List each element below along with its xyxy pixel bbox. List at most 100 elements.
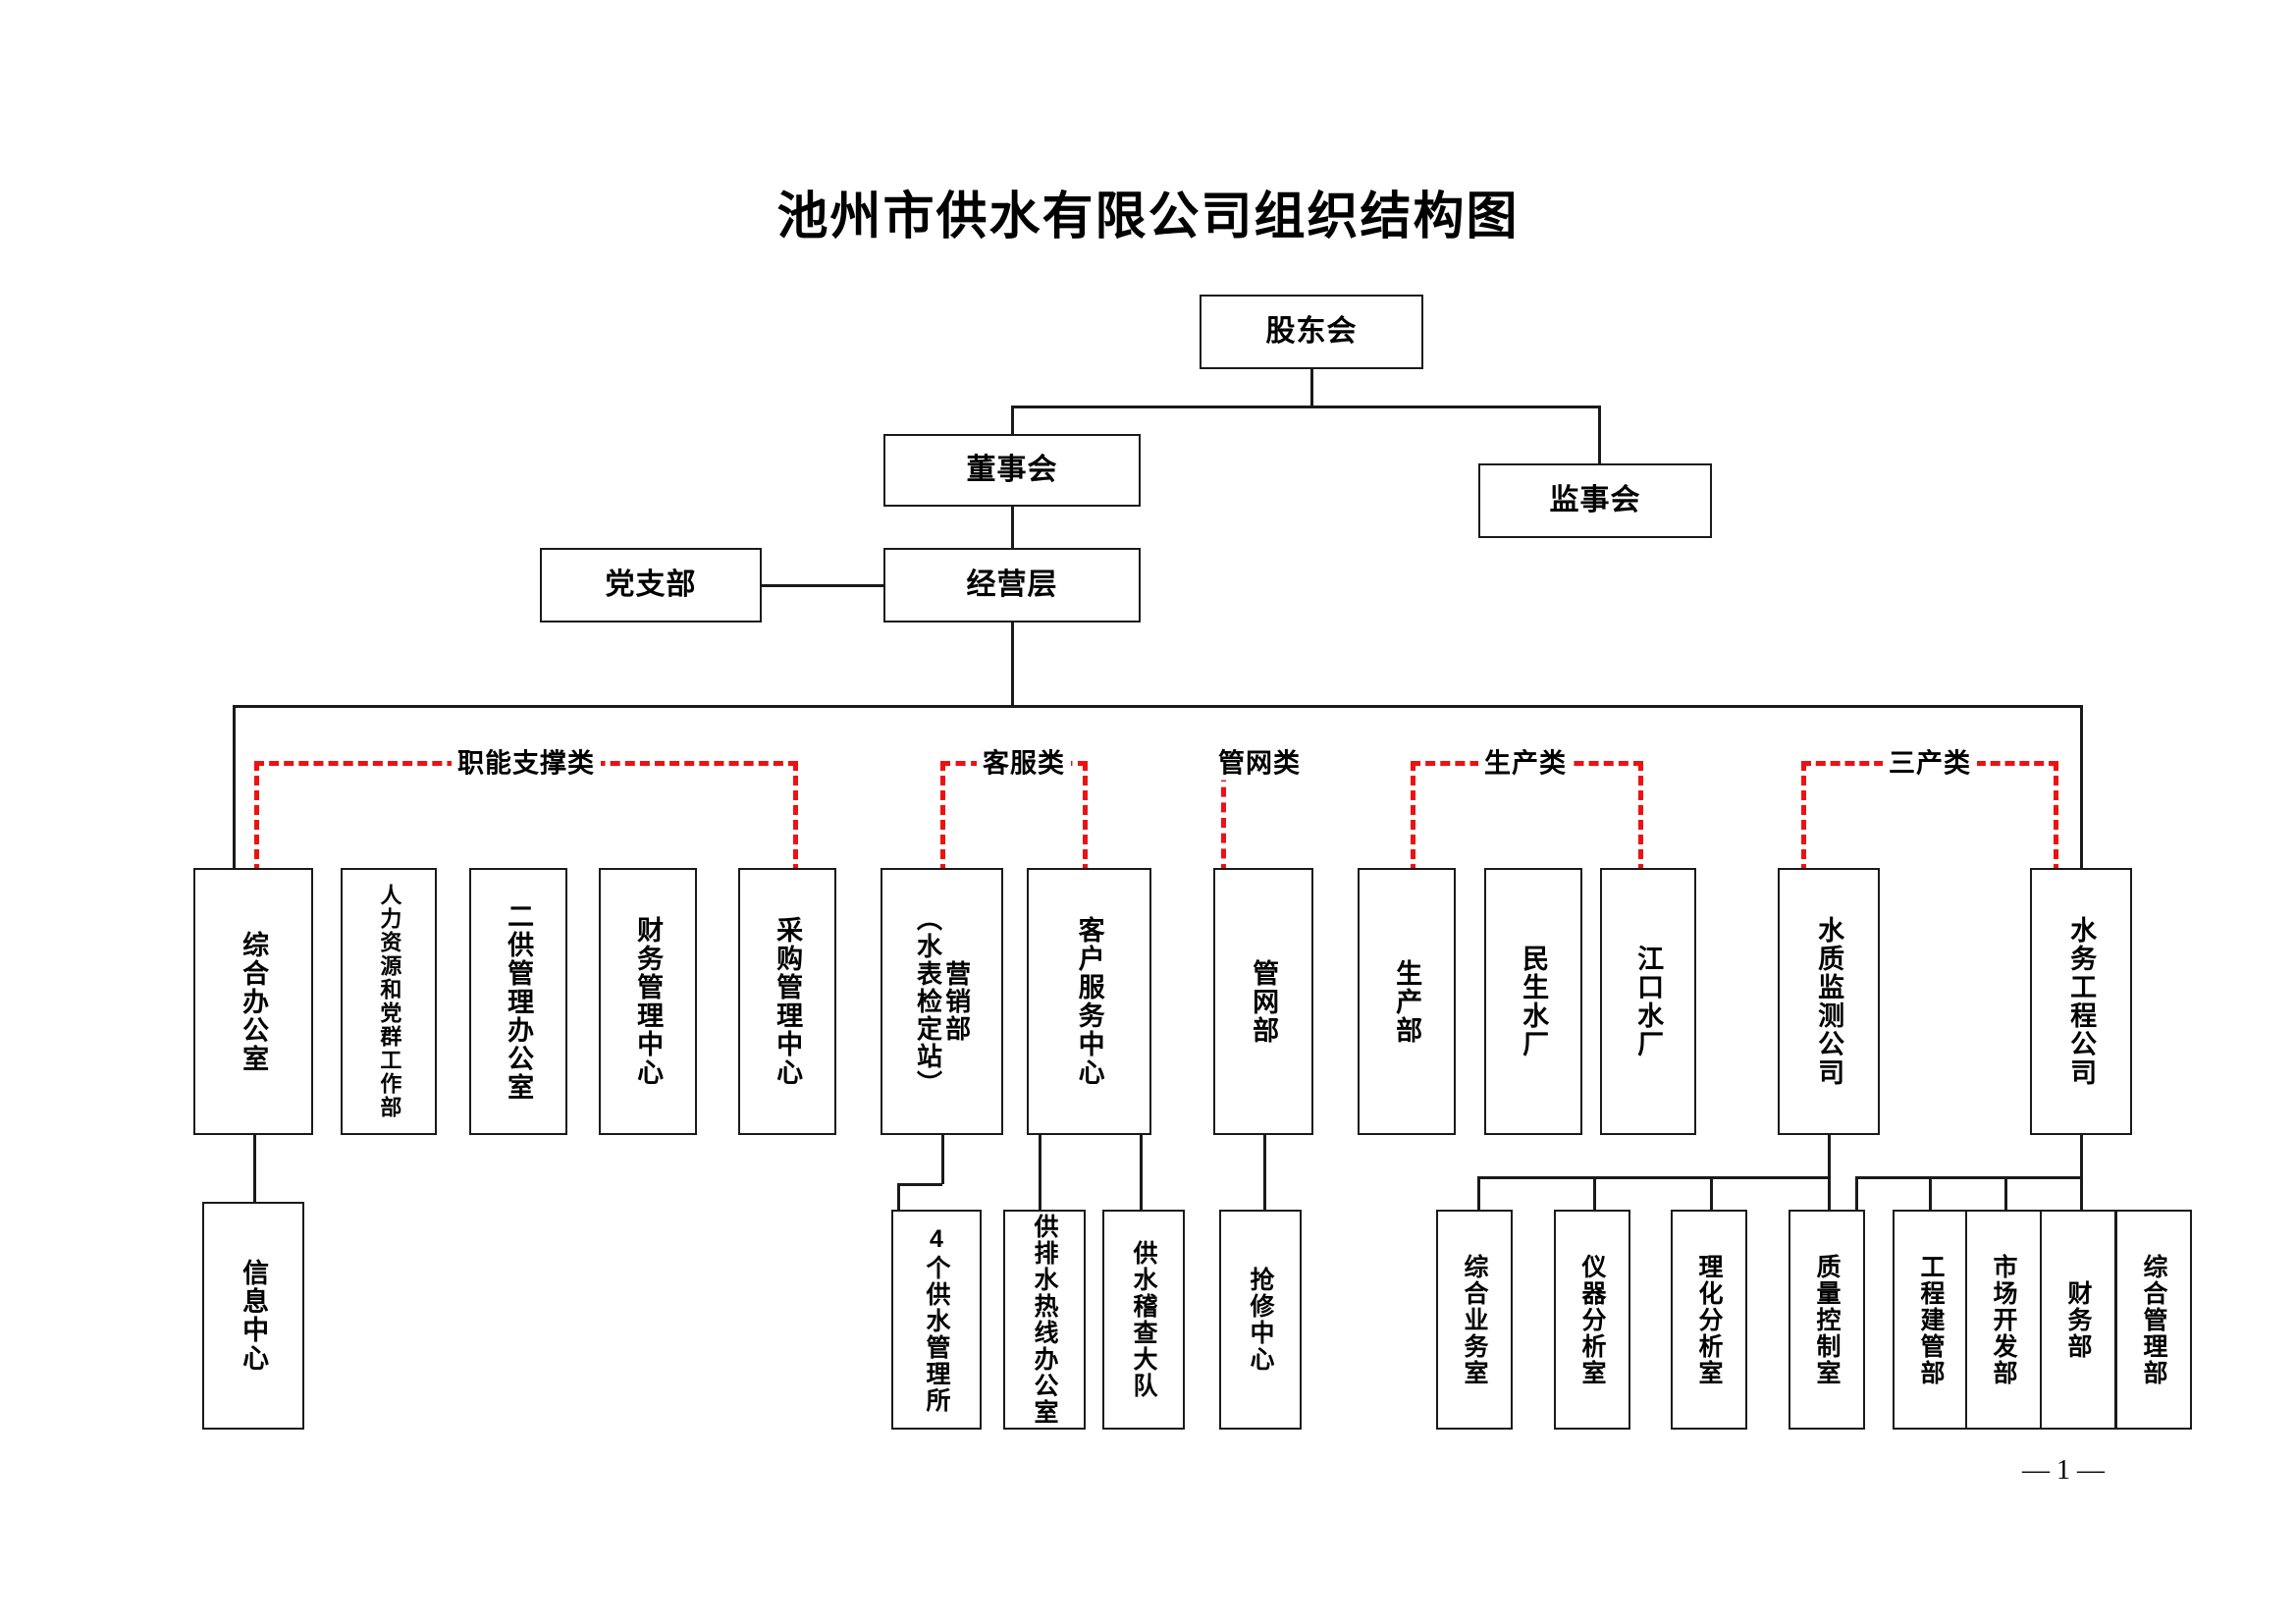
dept-box-customer-service-center[interactable]: 客户服务中心 (1027, 868, 1151, 1135)
dept-label: 江口水厂 (1633, 945, 1664, 1058)
subdept-box-engineering-construction-management[interactable]: 工程建管部 (1893, 1210, 1969, 1430)
connector-party-management (762, 584, 885, 587)
subdept-label: 供排水热线办公室 (1031, 1214, 1058, 1426)
dept-label-col2: 营销部 (941, 960, 972, 1043)
connector-we-sub4 (2080, 1176, 2083, 1210)
dept-box-jiangkou-water-plant[interactable]: 江口水厂 (1600, 868, 1696, 1135)
connector-board-management (1011, 507, 1014, 550)
dept-label-col1: （水表检定站） (913, 905, 943, 1098)
dept-box-water-engineering-company[interactable]: 水务工程公司 (2030, 868, 2132, 1135)
connector-bus-right-drop (2080, 705, 2083, 874)
dept-box-secondary-supply-office[interactable]: 二供管理办公室 (469, 868, 567, 1135)
connector-to-supervisors (1598, 406, 1601, 464)
org-box-party-branch[interactable]: 党支部 (540, 548, 762, 623)
dept-label: 管网部 (1249, 958, 1279, 1045)
dept-box-comprehensive-office[interactable]: 综合办公室 (193, 868, 313, 1135)
connector-wq-down (1828, 1135, 1831, 1178)
dept-label: 水质监测公司 (1814, 916, 1844, 1087)
dept-box-minsheng-water-plant[interactable]: 民生水厂 (1484, 868, 1582, 1135)
subdept-label: 4个供水管理所 (923, 1225, 950, 1414)
dept-label: 人力资源和党群工作部 (377, 884, 402, 1119)
connector-to-board (1011, 406, 1014, 435)
org-box-supervisors[interactable]: 监事会 (1478, 463, 1712, 538)
subdept-box-quality-control-room[interactable]: 质量控制室 (1789, 1210, 1865, 1430)
dept-box-marketing-water-meter-station[interactable]: （水表检定站） 营销部 (881, 868, 1003, 1135)
subdept-label: 市场开发部 (1990, 1253, 2017, 1386)
connector-wq-bus (1477, 1176, 1831, 1179)
subdept-label: 供水稽查大队 (1130, 1240, 1157, 1399)
connector-we-sub3 (2004, 1176, 2007, 1210)
org-box-label: 股东会 (1265, 315, 1358, 349)
subdept-box-instrument-analysis-room[interactable]: 仪器分析室 (1554, 1210, 1630, 1430)
subdept-label: 理化分析室 (1695, 1253, 1723, 1386)
connector-info-center (253, 1135, 256, 1202)
connector-inspection-brigade (1140, 1135, 1143, 1210)
subdept-box-comprehensive-business-room[interactable]: 综合业务室 (1436, 1210, 1513, 1430)
dept-label: 生产部 (1392, 958, 1422, 1045)
category-label-production: 生产类 (1478, 741, 1573, 781)
dept-box-pipe-network[interactable]: 管网部 (1213, 868, 1313, 1135)
subdept-label: 综合业务室 (1461, 1253, 1488, 1386)
org-box-board[interactable]: 董事会 (883, 434, 1141, 507)
connector-level1-bus (1011, 406, 1600, 408)
org-box-label: 经营层 (966, 568, 1058, 602)
subdept-label: 财务部 (2064, 1279, 2092, 1360)
connector-shareholders-down (1310, 369, 1313, 406)
dept-label: 采购管理中心 (773, 916, 803, 1087)
dept-label: 综合办公室 (239, 930, 269, 1073)
dept-box-production[interactable]: 生产部 (1358, 868, 1456, 1135)
category-label-functional: 职能支撑类 (452, 741, 601, 781)
dept-label: 二供管理办公室 (504, 901, 534, 1102)
subdept-box-comprehensive-management[interactable]: 综合管理部 (2115, 1210, 2192, 1430)
dept-label: 财务管理中心 (633, 916, 664, 1087)
org-box-label: 监事会 (1549, 484, 1641, 517)
subdept-box-finance[interactable]: 财务部 (2040, 1210, 2116, 1430)
subdept-label: 综合管理部 (2140, 1253, 2167, 1386)
category-bracket-network (1221, 772, 1226, 874)
category-label-customer: 客服类 (977, 741, 1071, 781)
subdept-label: 抢修中心 (1247, 1267, 1274, 1373)
subdept-label: 质量控制室 (1813, 1253, 1841, 1386)
category-label-tertiary: 三产类 (1883, 741, 1977, 781)
subdept-box-information-center[interactable]: 信息中心 (202, 1202, 304, 1430)
dept-label: 水务工程公司 (2066, 916, 2097, 1087)
page-number: — 1 — (2022, 1455, 2105, 1486)
subdept-box-market-development[interactable]: 市场开发部 (1965, 1210, 2042, 1430)
dept-box-hr-party-affairs[interactable]: 人力资源和党群工作部 (341, 868, 437, 1135)
dept-label: 民生水厂 (1519, 945, 1549, 1058)
connector-supply-offices (897, 1183, 900, 1210)
dept-box-finance-management-center[interactable]: 财务管理中心 (599, 868, 697, 1135)
dept-box-procurement-management-center[interactable]: 采购管理中心 (738, 868, 836, 1135)
subdept-box-water-supply-drainage-hotline-office[interactable]: 供排水热线办公室 (1003, 1210, 1086, 1430)
dept-box-water-quality-monitoring-company[interactable]: 水质监测公司 (1778, 868, 1880, 1135)
connector-hotline-office (1039, 1135, 1041, 1210)
subdept-box-four-water-supply-offices[interactable]: 4个供水管理所 (891, 1210, 982, 1430)
subdept-label: 工程建管部 (1917, 1253, 1945, 1386)
connector-main-bus (233, 705, 2083, 708)
org-box-management[interactable]: 经营层 (883, 548, 1141, 623)
category-label-network: 管网类 (1212, 741, 1307, 781)
dept-label: 客户服务中心 (1074, 916, 1104, 1087)
org-box-shareholders[interactable]: 股东会 (1200, 295, 1423, 369)
connector-we-sub1 (1855, 1176, 1858, 1210)
subdept-box-physical-chemical-analysis-room[interactable]: 理化分析室 (1671, 1210, 1747, 1430)
subdept-label: 仪器分析室 (1578, 1253, 1606, 1386)
connector-marketing-down (941, 1135, 944, 1184)
connector-wq-sub2 (1593, 1176, 1596, 1210)
org-box-label: 董事会 (966, 454, 1058, 487)
connector-we-bus (1855, 1176, 2083, 1179)
connector-wq-sub4 (1828, 1176, 1831, 1210)
connector-management-down (1011, 623, 1014, 706)
subdept-box-emergency-repair-center[interactable]: 抢修中心 (1219, 1210, 1302, 1430)
connector-wq-sub1 (1477, 1176, 1480, 1210)
subdept-box-water-supply-inspection-brigade[interactable]: 供水稽查大队 (1102, 1210, 1185, 1430)
connector-we-down (2080, 1135, 2083, 1178)
connector-repair-center (1263, 1135, 1266, 1210)
connector-we-sub2 (1929, 1176, 1932, 1210)
page-title: 池州市供水有限公司组织结构图 (776, 189, 1520, 245)
org-box-label: 党支部 (605, 568, 697, 602)
connector-bus-left-drop (233, 705, 236, 874)
connector-wq-sub3 (1710, 1176, 1713, 1210)
connector-marketing-h (897, 1183, 942, 1186)
